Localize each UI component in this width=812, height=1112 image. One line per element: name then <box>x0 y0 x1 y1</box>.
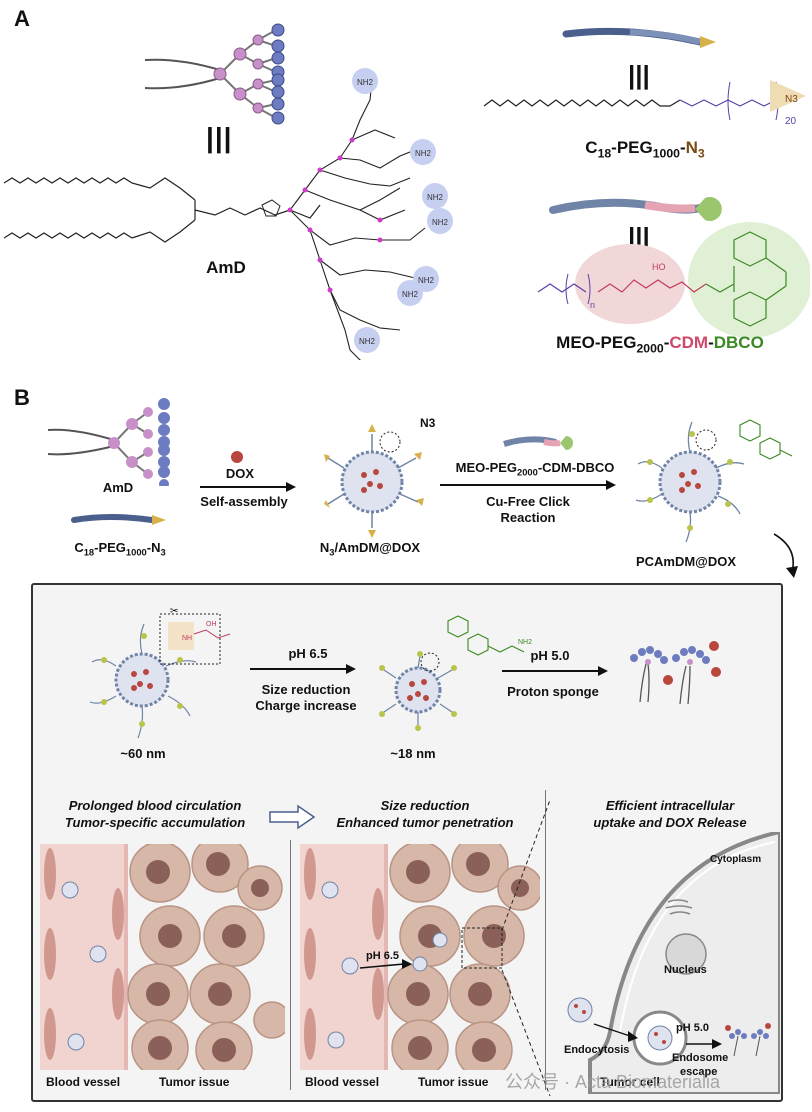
scene1-tissue-diagram <box>40 844 285 1070</box>
nh2-label: NH2 <box>518 639 532 646</box>
c18-peg-cartoon-icon <box>562 27 716 48</box>
click-reaction-label-line1: Cu-Free Click <box>486 494 570 509</box>
arrow-icon <box>502 666 608 676</box>
amine-label: NH2 <box>427 193 444 202</box>
ph65-label: pH 6.5 <box>288 646 328 661</box>
amine-label: NH2 <box>415 149 432 158</box>
divider <box>545 790 546 1090</box>
section2-heading-line1: Size reduction <box>380 798 470 813</box>
cytoplasm-label: Cytoplasm <box>710 854 762 865</box>
azide-tag: N3 <box>420 416 436 430</box>
nh-label: NH <box>182 635 192 642</box>
amd-label: AmD <box>206 258 246 277</box>
released-dendrimer-icon <box>630 641 721 705</box>
curved-arrow-icon <box>773 533 798 578</box>
meo-peg-cdm-dbco-label: MEO-PEG2000-CDM-DBCO <box>556 333 764 356</box>
ph50-label: pH 5.0 <box>530 648 570 663</box>
pcamdm-dox-label: PCAmDM@DOX <box>635 554 737 569</box>
equivalence-mark: ||| <box>206 122 233 153</box>
section1-heading-line2: Tumor-specific accumulation <box>64 815 246 830</box>
n3-amdm-micelle-icon <box>324 424 424 538</box>
amd-label: AmD <box>102 480 134 495</box>
meo-peg-cdm-dbco-label: MEO-PEG2000-CDM-DBCO <box>455 460 615 478</box>
amd-cartoon-icon <box>47 398 170 486</box>
pcamdm-micelle-icon <box>635 419 793 543</box>
panel-b-letter: B <box>14 385 30 410</box>
proton-sponge-label: Proton sponge <box>507 684 599 699</box>
meo-peg-cdm-dbco-structure-diagram: n HO <box>537 222 810 338</box>
c18-peg-cartoon-icon <box>71 514 166 525</box>
meo-peg-cartoon-icon <box>503 436 573 450</box>
amine-label: NH2 <box>432 218 449 227</box>
oh-label: OH <box>206 621 217 628</box>
c18-peg-n3-label: C18-PEG1000-N3 <box>585 138 705 161</box>
repeat-count: 20 <box>785 116 797 127</box>
dox-label: DOX <box>225 466 255 481</box>
divider <box>290 840 291 1090</box>
amd-cartoon-icon <box>144 23 285 125</box>
amd-structure-diagram <box>3 79 426 360</box>
amine-label: NH2 <box>418 276 435 285</box>
tumor-cell-label: Tumor cell <box>600 1075 660 1089</box>
section3-heading-line1: Efficient intracellular <box>605 798 735 813</box>
self-assembly-label: Self-assembly <box>200 494 288 509</box>
arrow-icon <box>440 480 616 490</box>
hollow-arrow-icon <box>269 804 316 830</box>
charge-increase-label: Charge increase <box>255 698 357 713</box>
amine-label: NH2 <box>357 78 374 87</box>
section1-heading-line1: Prolonged blood circulation <box>68 798 242 813</box>
ph50-inner-label: pH 5.0 <box>676 1022 710 1034</box>
ph65-arrow-label: pH 6.5 <box>366 950 400 962</box>
blood-vessel-label: Blood vessel <box>305 1075 380 1089</box>
blood-vessel-label: Blood vessel <box>46 1075 121 1089</box>
meo-peg-cartoon-icon <box>549 197 722 221</box>
section3-heading-line2: uptake and DOX Release <box>593 815 747 830</box>
hydroxyl-label: HO <box>652 262 666 272</box>
dox-dot-icon <box>231 451 243 463</box>
size-18nm-label: ~18 nm <box>390 746 436 761</box>
tumor-issue-label: Tumor issue <box>159 1075 230 1089</box>
amine-label: NH2 <box>402 290 419 299</box>
size-60nm-label: ~60 nm <box>120 746 166 761</box>
section2-heading-line2: Enhanced tumor penetration <box>336 815 514 830</box>
c18-peg-n3-label: C18-PEG1000-N3 <box>74 540 166 558</box>
amine-label: NH2 <box>359 337 376 346</box>
scene3-tumor-cell-diagram <box>567 832 780 1094</box>
tumor-issue-label: Tumor issue <box>418 1075 489 1089</box>
scissors-icon: ✂ <box>170 606 178 617</box>
arrow-icon <box>200 482 296 492</box>
n3-amdm-dox-label: N3/AmDM@DOX <box>319 540 421 558</box>
azide-tag: N3 <box>785 94 798 105</box>
size-reduction-label: Size reduction <box>261 682 351 697</box>
panel-a-letter: A <box>14 6 30 31</box>
click-reaction-label-line2: Reaction <box>500 510 556 525</box>
pcamdm-micelle-icon: NH OH ✂ <box>89 606 231 739</box>
watermark: 公众号 · Acta Biomaterialia <box>505 1072 721 1092</box>
scene2-tissue-diagram <box>300 844 540 1070</box>
escape-label: escape <box>680 1066 718 1078</box>
endosome-label: Endosome <box>672 1052 729 1064</box>
arrow-icon <box>250 664 356 674</box>
nucleus-label: Nucleus <box>664 964 707 976</box>
equivalence-mark: ||| <box>628 60 650 90</box>
repeat-n: n <box>590 300 595 310</box>
c18-peg-structure-diagram: N3 20 <box>483 80 806 127</box>
endocytosis-label: Endocytosis <box>564 1044 630 1056</box>
small-micelle-icon: NH2 <box>379 615 532 731</box>
zoom-lines <box>501 800 551 1097</box>
